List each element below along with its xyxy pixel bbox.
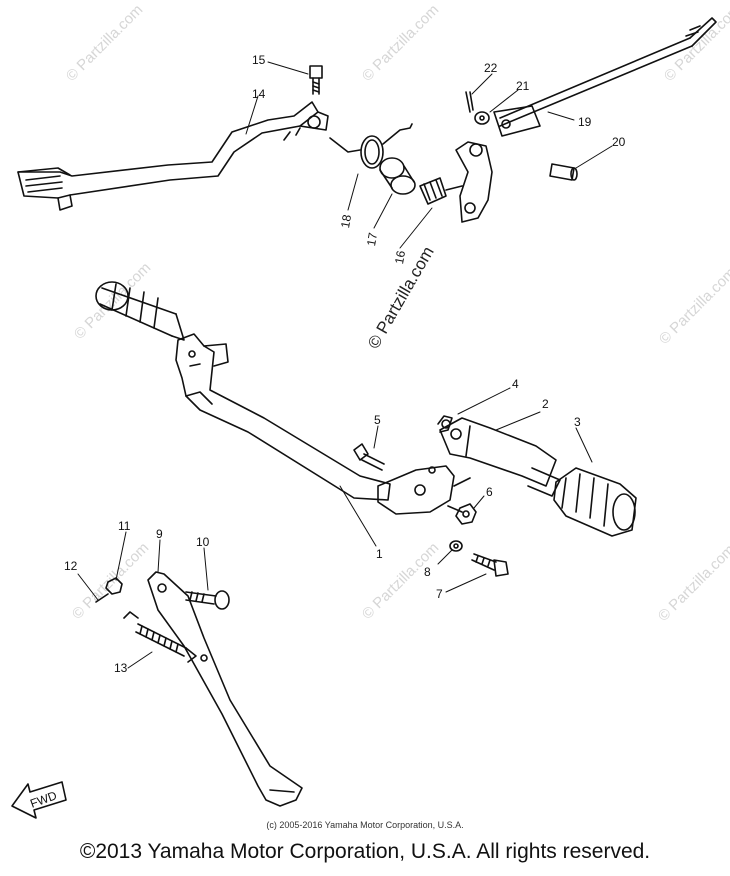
callout-15: 15 bbox=[252, 53, 266, 67]
callout-9: 9 bbox=[156, 527, 163, 541]
fwd-arrow: FWD bbox=[11, 781, 67, 819]
washer-8 bbox=[449, 540, 463, 552]
callout-7: 7 bbox=[436, 587, 443, 601]
callout-14: 14 bbox=[252, 87, 266, 101]
brake-pedal bbox=[17, 101, 329, 211]
bolt-15 bbox=[309, 65, 323, 95]
leader-lines bbox=[77, 61, 613, 669]
brake-shaft bbox=[419, 141, 493, 223]
callout-17: 17 bbox=[364, 231, 380, 247]
callout-1: 1 bbox=[376, 547, 383, 561]
collar bbox=[379, 157, 416, 195]
callout-13: 13 bbox=[114, 661, 128, 675]
nut-6 bbox=[455, 503, 477, 525]
pivot-bolt-10 bbox=[185, 590, 230, 610]
pin-20 bbox=[549, 163, 578, 181]
callout-10: 10 bbox=[196, 535, 210, 549]
side-stand-spring bbox=[123, 611, 197, 663]
side-stand bbox=[147, 571, 303, 807]
bolt-5 bbox=[353, 443, 385, 471]
brake-rod bbox=[493, 17, 717, 137]
watermark: © Partzilla.com bbox=[63, 1, 146, 84]
bolt-7 bbox=[471, 553, 509, 577]
copyright-notice-small: (c) 2005-2016 Yamaha Motor Corporation, … bbox=[266, 820, 464, 830]
cotter-pin-12 bbox=[95, 593, 109, 603]
footrest-rubber-right bbox=[553, 467, 637, 537]
callout-11: 11 bbox=[118, 519, 131, 533]
callout-8: 8 bbox=[424, 565, 431, 579]
callout-6: 6 bbox=[486, 485, 493, 499]
callout-2: 2 bbox=[542, 397, 549, 411]
watermark: © Partzilla.com bbox=[71, 259, 154, 342]
footrest-rubber-left bbox=[95, 281, 185, 341]
callout-20: 20 bbox=[612, 135, 626, 149]
callout-16: 16 bbox=[392, 249, 408, 265]
watermark: © Partzilla.com bbox=[359, 539, 442, 622]
cotter-pin-22 bbox=[465, 91, 474, 113]
callout-4: 4 bbox=[512, 377, 519, 391]
callout-19: 19 bbox=[578, 115, 592, 129]
watermark: © Partzilla.com bbox=[655, 541, 730, 624]
copyright-footer: ©2013 Yamaha Motor Corporation, U.S.A. A… bbox=[79, 840, 651, 863]
callout-22: 22 bbox=[484, 61, 498, 75]
callout-12: 12 bbox=[64, 559, 78, 573]
callout-18: 18 bbox=[338, 213, 354, 229]
callout-21: 21 bbox=[516, 79, 530, 93]
clip-4 bbox=[437, 415, 453, 433]
footrest-bar bbox=[175, 333, 471, 515]
callout-labels: 1 2 3 4 5 6 7 8 9 10 11 12 13 14 15 16 1… bbox=[64, 53, 626, 675]
return-spring bbox=[329, 123, 413, 169]
callout-5: 5 bbox=[374, 413, 381, 427]
watermark: © Partzilla.com bbox=[656, 264, 730, 347]
washer-21 bbox=[474, 111, 490, 125]
callout-3: 3 bbox=[574, 415, 581, 429]
watermark: © Partzilla.com bbox=[359, 1, 442, 84]
